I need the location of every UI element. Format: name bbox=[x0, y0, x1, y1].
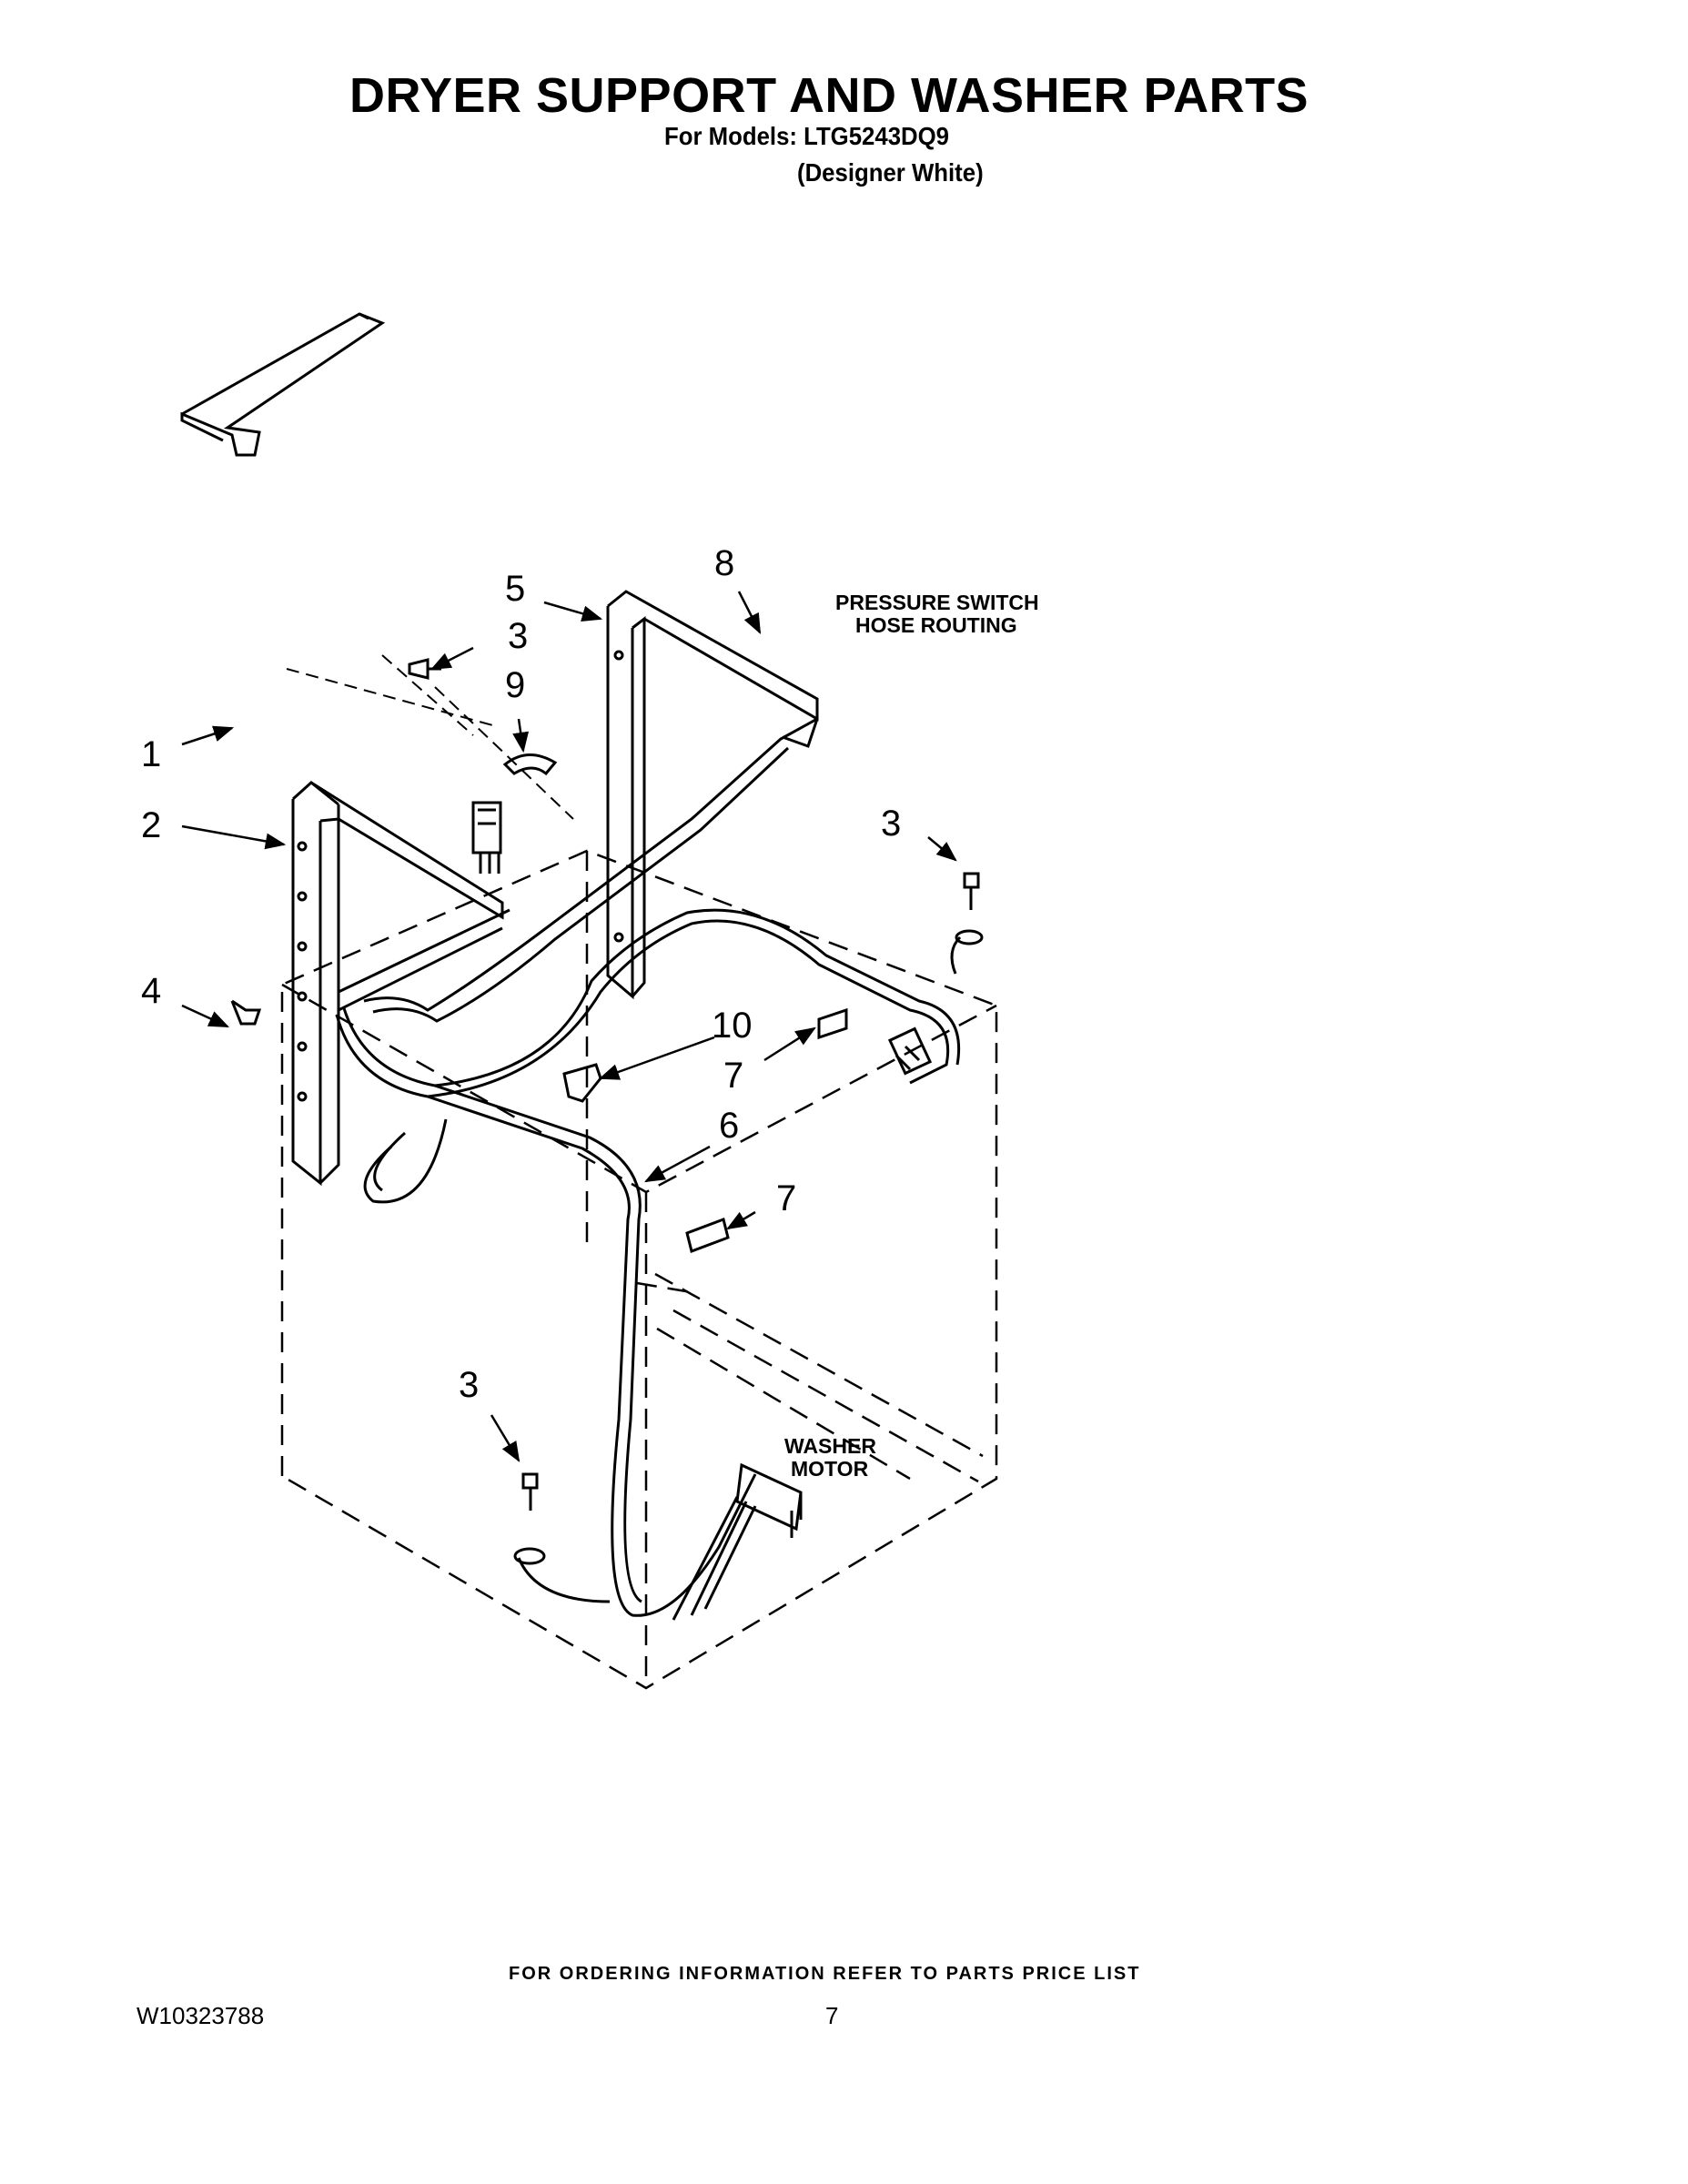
callout-6: 6 bbox=[719, 1106, 739, 1146]
note-washer: WASHER bbox=[784, 1434, 876, 1458]
note-pressure-switch: PRESSURE SWITCH bbox=[835, 591, 1039, 614]
dryer-connector bbox=[471, 801, 502, 874]
top-bracket bbox=[180, 312, 386, 457]
assembly-lines bbox=[286, 654, 574, 820]
callout-9: 9 bbox=[505, 665, 525, 705]
callout-7-lower: 7 bbox=[776, 1178, 796, 1218]
callout-3-right: 3 bbox=[881, 804, 901, 844]
ground-screw-left bbox=[513, 1472, 611, 1603]
model-number-line: For Models: LTG5243DQ9 bbox=[664, 122, 950, 150]
document-number: W10323788 bbox=[136, 2002, 265, 2029]
washer-cabinet-outline bbox=[280, 849, 998, 1690]
model-finish-line: (Designer White) bbox=[797, 158, 984, 187]
harness-clip-10 bbox=[562, 1063, 602, 1103]
wire-clip-9 bbox=[502, 753, 558, 776]
wire-harness bbox=[335, 717, 961, 1621]
harness-clip-7-upper bbox=[817, 1007, 848, 1040]
right-dryer-support bbox=[606, 590, 819, 1000]
washer-motor-connector bbox=[735, 1462, 803, 1538]
page-title: DRYER SUPPORT AND WASHER PARTS bbox=[349, 68, 1309, 123]
support-bolt-4 bbox=[230, 999, 262, 1026]
callout-5: 5 bbox=[505, 569, 525, 609]
harness-clip-7-lower bbox=[685, 1218, 730, 1253]
callout-3-bottom: 3 bbox=[459, 1365, 479, 1405]
note-hose-routing: HOSE ROUTING bbox=[855, 613, 1017, 637]
callout-7-upper: 7 bbox=[723, 1056, 743, 1096]
harness-plug-connector bbox=[887, 1026, 933, 1076]
leader-arrows bbox=[181, 591, 957, 1462]
page-number: 7 bbox=[825, 2002, 839, 2029]
bracket-screw bbox=[408, 658, 441, 680]
callout-1: 1 bbox=[141, 734, 161, 774]
note-motor: MOTOR bbox=[791, 1457, 869, 1481]
ground-screw-right bbox=[950, 872, 984, 975]
callout-2: 2 bbox=[141, 805, 161, 845]
callout-3-top: 3 bbox=[508, 616, 528, 656]
callout-8: 8 bbox=[714, 543, 734, 583]
callout-10: 10 bbox=[712, 1006, 753, 1046]
diagram-notes: PRESSURE SWITCH HOSE ROUTING WASHER MOTO… bbox=[784, 591, 1039, 1481]
callout-numbers: 1 2 3 3 3 4 5 6 7 7 8 9 10 bbox=[141, 543, 901, 1405]
ordering-info: FOR ORDERING INFORMATION REFER TO PARTS … bbox=[509, 1964, 1141, 1984]
callout-4: 4 bbox=[141, 971, 161, 1011]
left-dryer-support bbox=[291, 781, 510, 1187]
